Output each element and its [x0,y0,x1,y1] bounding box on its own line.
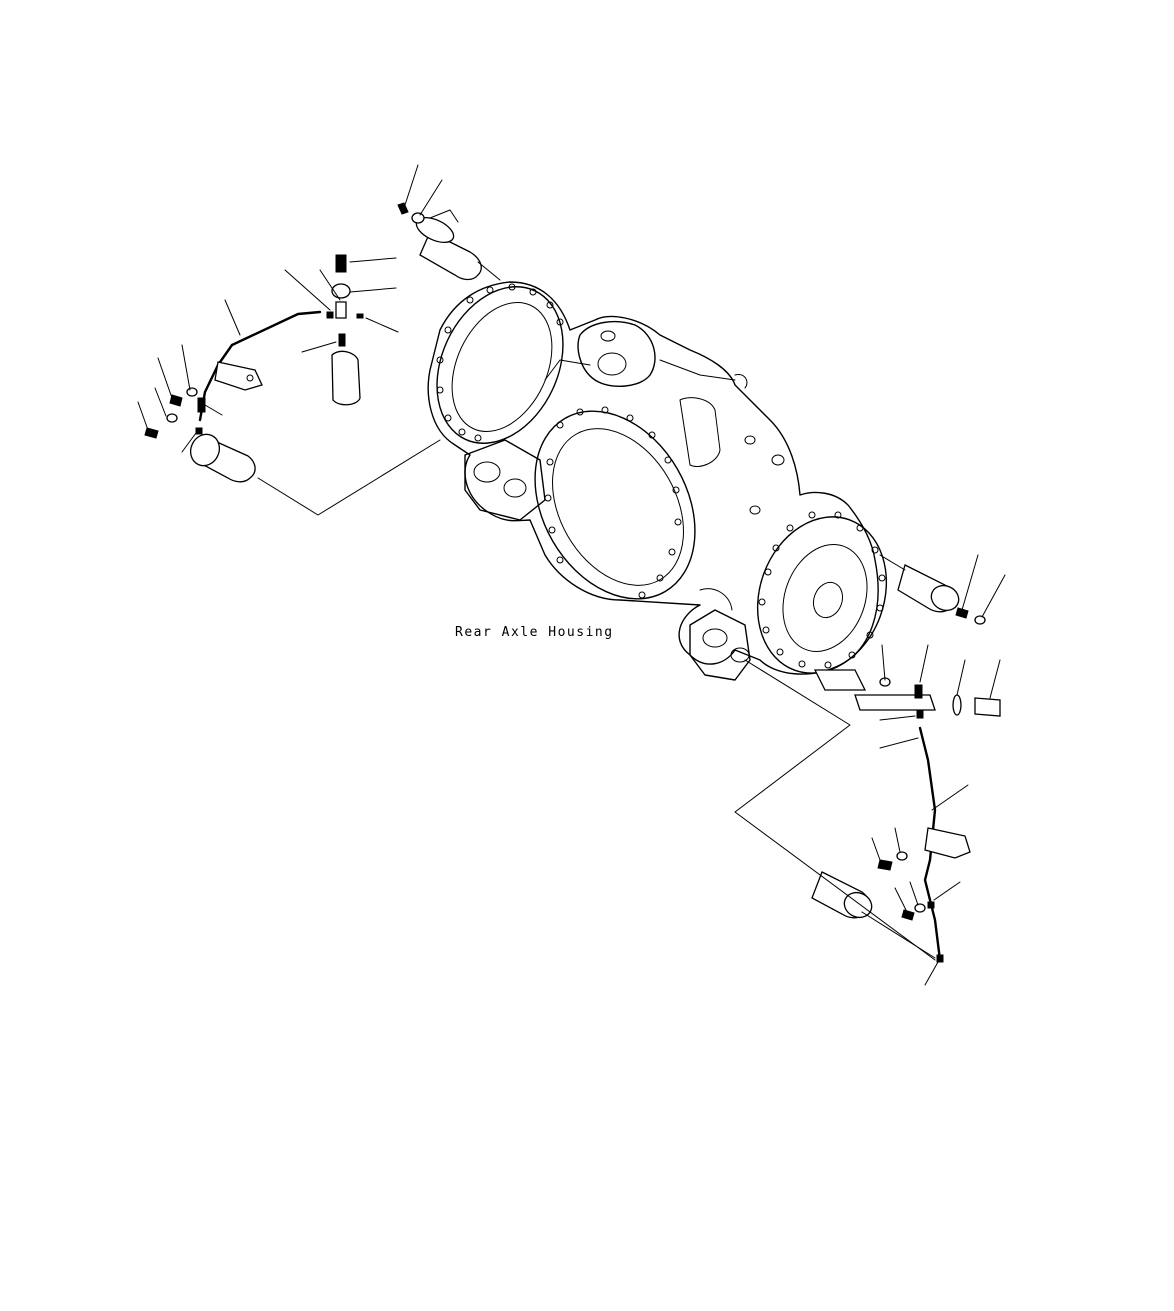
bolt-icon [144,427,159,439]
left-grease-line [137,299,441,516]
bolt-icon [901,909,915,921]
bolt-icon [955,607,969,619]
right-grease-line [734,644,1001,986]
grease-fitting-stack [284,254,399,406]
bolt-icon [877,859,893,871]
right-pin-assembly [879,554,1006,625]
washer-icon [914,903,926,913]
washer-icon [411,212,425,224]
bolt-icon [169,394,183,407]
washer-icon [974,615,986,625]
washer-icon [186,387,198,397]
bolt-icon [974,697,1001,717]
washer-icon [896,851,908,861]
bolt-icon [397,202,409,215]
top-pin-assembly [397,164,501,281]
flange-bolt-holes [436,283,886,669]
washer-icon [166,413,178,423]
diagram-caption: Rear Axle Housing [455,625,614,640]
rear-axle-housing [427,281,888,681]
